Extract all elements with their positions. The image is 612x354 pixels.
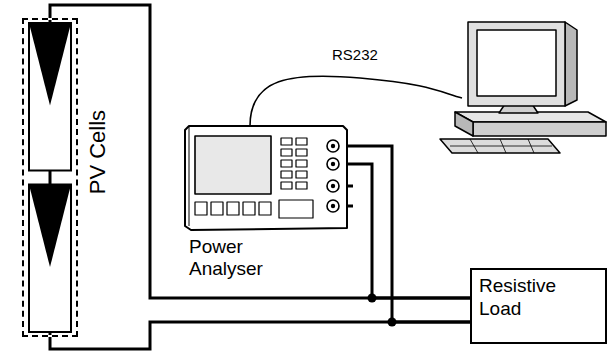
pv-cell-group: PV Cells bbox=[22, 18, 78, 337]
instrument-label: Power Analyser bbox=[189, 236, 285, 280]
wire bbox=[353, 164, 470, 298]
pv-cell-symbols bbox=[24, 20, 76, 335]
analyser-instrument bbox=[183, 122, 353, 234]
load-box: Resistive Load bbox=[470, 268, 607, 344]
wire bbox=[353, 146, 470, 322]
power-analyser: Power Analyser bbox=[183, 122, 353, 280]
computer bbox=[440, 22, 606, 153]
junction-dot bbox=[388, 318, 397, 327]
group-label: PV Cells bbox=[86, 110, 110, 194]
box-label: Resistive Load bbox=[479, 275, 575, 321]
signal-label: RS232 bbox=[332, 46, 378, 63]
wire bbox=[50, 322, 470, 349]
rs232-cable bbox=[250, 76, 462, 126]
wire bbox=[50, 5, 470, 298]
junction-dot bbox=[368, 294, 377, 303]
